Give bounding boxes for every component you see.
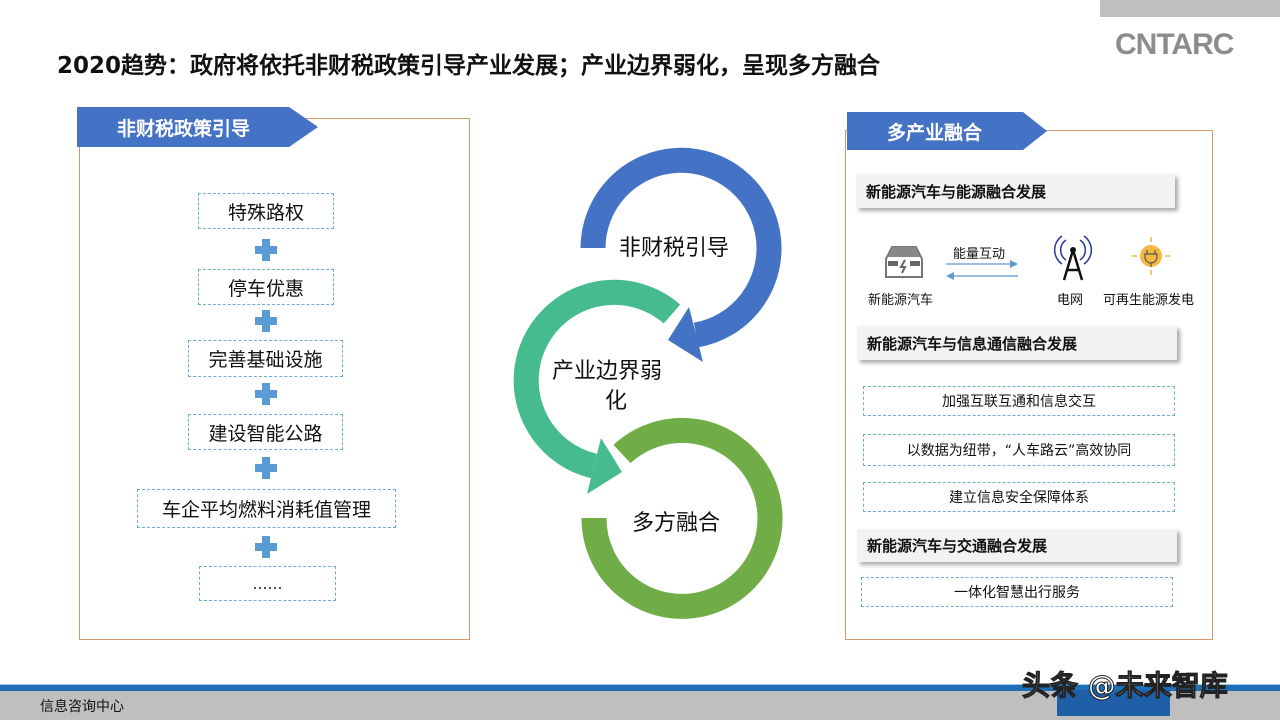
list-item: 完善基础设施	[188, 340, 343, 377]
list-item: 车企平均燃料消耗值管理	[137, 489, 396, 528]
renewable-label: 可再生能源发电	[1103, 293, 1195, 308]
bidirectional-arrow-icon	[946, 260, 1018, 280]
footer-text: 信息咨询中心	[40, 699, 124, 715]
cycle-step-2b: 化	[605, 389, 628, 414]
list-item: 建立信息安全保障体系	[863, 482, 1175, 512]
section-title: 新能源汽车与信息通信融合发展	[857, 326, 1177, 360]
teal-arrowhead	[587, 438, 622, 494]
list-item: 以数据为纽带，“人车路云”高效协同	[863, 434, 1175, 466]
right-banner: 多产业融合	[847, 112, 1047, 150]
plus-icon	[255, 310, 277, 332]
blue-arrowhead	[668, 307, 703, 362]
page-title: 2020趋势：政府将依托非财税政策引导产业发展；产业边界弱化，呈现多方融合	[57, 53, 881, 79]
list-item: ……	[199, 566, 336, 601]
cycle-step-1: 非财税引导	[619, 236, 730, 261]
radio-tower-icon	[1053, 235, 1093, 281]
top-decor-bar	[1100, 0, 1280, 17]
car-label: 新能源汽车	[868, 293, 934, 308]
list-item: 加强互联互通和信息交互	[863, 386, 1175, 416]
grid-label: 电网	[1057, 293, 1084, 308]
energy-interaction-label: 能量互动	[953, 247, 1006, 262]
footer-line	[0, 684, 1280, 691]
logo: CNTARC	[1115, 28, 1234, 61]
plus-icon	[255, 239, 277, 261]
list-item: 停车优惠	[198, 269, 334, 305]
section-title: 新能源汽车与能源融合发展	[856, 174, 1175, 208]
section-title: 新能源汽车与交通融合发展	[857, 529, 1177, 562]
list-item: 一体化智慧出行服务	[861, 577, 1173, 607]
footer-blue-box	[1057, 690, 1170, 716]
watermark: 头条 @未来智库	[1022, 669, 1229, 703]
list-item: 建设智能公路	[188, 414, 343, 450]
teal-arc	[513, 279, 681, 479]
plus-icon	[255, 383, 277, 405]
green-arc	[581, 417, 783, 619]
plus-icon	[255, 457, 277, 479]
solar-plug-icon	[1132, 237, 1170, 275]
cycle-step-2: 产业边界弱	[552, 359, 663, 384]
list-item: 特殊路权	[198, 193, 334, 229]
blue-arc	[580, 147, 782, 348]
cycle-step-3: 多方融合	[632, 511, 721, 536]
left-banner: 非财税政策引导	[77, 107, 318, 147]
car-icon	[885, 246, 923, 278]
plus-icon	[255, 536, 277, 558]
